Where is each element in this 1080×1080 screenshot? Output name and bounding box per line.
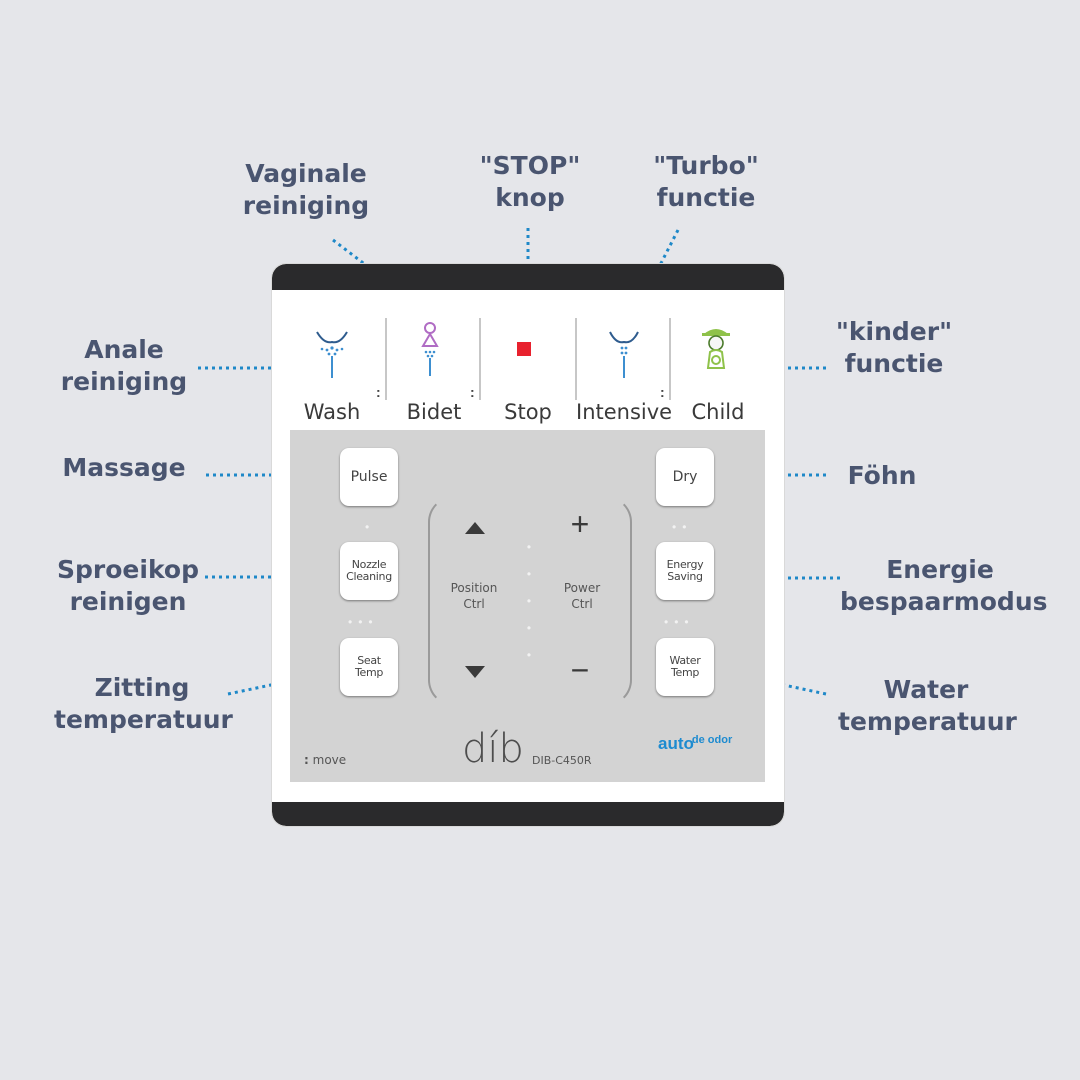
annotation-zitting: Zitting temperatuur [54, 672, 233, 736]
annotation-line: "kinder" [835, 317, 953, 346]
logo-main: auto [658, 734, 694, 753]
bidet-label: Bidet [406, 400, 462, 424]
triangle-up-icon [465, 522, 485, 534]
move-indicator: : [376, 384, 381, 400]
pad-line: Ctrl [463, 597, 485, 611]
auto-de-odor-logo: autode odor [658, 734, 734, 754]
position-down-button[interactable] [464, 664, 486, 680]
move-label: move [312, 753, 347, 767]
intensive-icon [609, 331, 639, 378]
divider [385, 318, 387, 400]
triangle-down-icon [465, 666, 485, 678]
button-line: Saving [667, 570, 703, 583]
bidet-icon [421, 322, 439, 376]
child-label: Child [691, 400, 745, 424]
button-line: Energy [666, 558, 704, 571]
annotation-line: functie [656, 183, 756, 212]
intensive-function[interactable]: Intensive [576, 300, 672, 430]
button-line: Temp [354, 666, 384, 679]
level-dots: • [365, 520, 376, 534]
wash-function[interactable]: Wash [284, 300, 380, 430]
annotation-kinder: "kinder" functie [824, 316, 964, 380]
pad-line: Position [450, 581, 498, 595]
remote-bottom-bar [272, 802, 784, 826]
pad-line: Power [563, 581, 601, 595]
divider [575, 318, 577, 400]
wash-label: Wash [303, 400, 361, 424]
annotation-turbo: "Turbo" functie [636, 150, 776, 214]
function-panel: Wash : Bidet : Stop [282, 300, 772, 430]
divider [669, 318, 671, 400]
annotation-line: reiniging [60, 367, 188, 396]
child-icon [702, 329, 730, 369]
brand-logo: díb [462, 726, 524, 772]
power-minus-button[interactable]: − [570, 652, 590, 688]
annotation-line: "STOP" [479, 151, 581, 180]
annotation-line: Zitting [94, 673, 190, 702]
annotation-vaginal: Vaginale reiniging [236, 158, 376, 222]
stop-label: Stop [504, 400, 552, 424]
move-legend: : move [304, 753, 347, 767]
annotation-line: Massage [62, 453, 186, 482]
button-line: Water [669, 654, 701, 667]
pulse-button[interactable]: Pulse [340, 448, 398, 506]
level-dots: ••• [664, 615, 695, 629]
child-function[interactable]: Child [670, 300, 766, 430]
button-line: Seat [357, 654, 381, 667]
annotation-line: "Turbo" [653, 151, 759, 180]
annotation-energie: Energie bespaarmodus [840, 554, 1048, 618]
power-level-dots: ••••• [526, 540, 532, 662]
annotation-line: Föhn [847, 461, 917, 490]
stop-function[interactable]: Stop [480, 300, 576, 430]
annotation-line: functie [844, 349, 944, 378]
annotation-line: temperatuur [838, 707, 1017, 736]
move-indicator: : [660, 384, 665, 400]
intensive-label: Intensive [576, 400, 673, 424]
stop-icon [517, 342, 531, 356]
power-plus-button[interactable]: + [570, 506, 590, 542]
annotation-line: reinigen [69, 587, 187, 616]
annotation-stop: "STOP" knop [460, 150, 600, 214]
pad-line: Ctrl [571, 597, 593, 611]
annotation-line: Vaginale [245, 159, 367, 188]
annotation-water: Water temperatuur [838, 674, 1017, 738]
annotation-line: Anale [84, 335, 164, 364]
annotation-fohn: Föhn [812, 460, 952, 492]
move-indicator: : [470, 384, 475, 400]
annotation-line: Energie [886, 555, 994, 584]
remote-control: Wash : Bidet : Stop [272, 264, 784, 826]
annotation-sproeikop: Sproeikop reinigen [48, 554, 208, 618]
annotation-line: Sproeikop [57, 555, 199, 584]
bidet-function[interactable]: Bidet [386, 300, 482, 430]
remote-top-bar [272, 264, 784, 290]
annotation-line: knop [495, 183, 565, 212]
annotation-line: temperatuur [54, 705, 233, 734]
wash-icon [316, 331, 348, 378]
dry-button[interactable]: Dry [656, 448, 714, 506]
button-line: Cleaning [346, 570, 392, 583]
annotation-line: reiniging [242, 191, 370, 220]
model-number: DIB-C450R [532, 754, 592, 767]
annotation-anal: Anale reiniging [54, 334, 194, 398]
level-dots: ••• [348, 615, 379, 629]
level-dots: •• [672, 520, 693, 534]
annotation-line: Water [883, 675, 969, 704]
position-up-button[interactable] [464, 520, 486, 536]
control-pad [428, 496, 632, 706]
button-line: Nozzle [351, 558, 387, 571]
divider [479, 318, 481, 400]
logo-sub: de odor [691, 734, 733, 746]
annotation-line: bespaarmodus [840, 587, 1048, 616]
annotation-massage: Massage [54, 452, 194, 484]
button-line: Temp [670, 666, 700, 679]
